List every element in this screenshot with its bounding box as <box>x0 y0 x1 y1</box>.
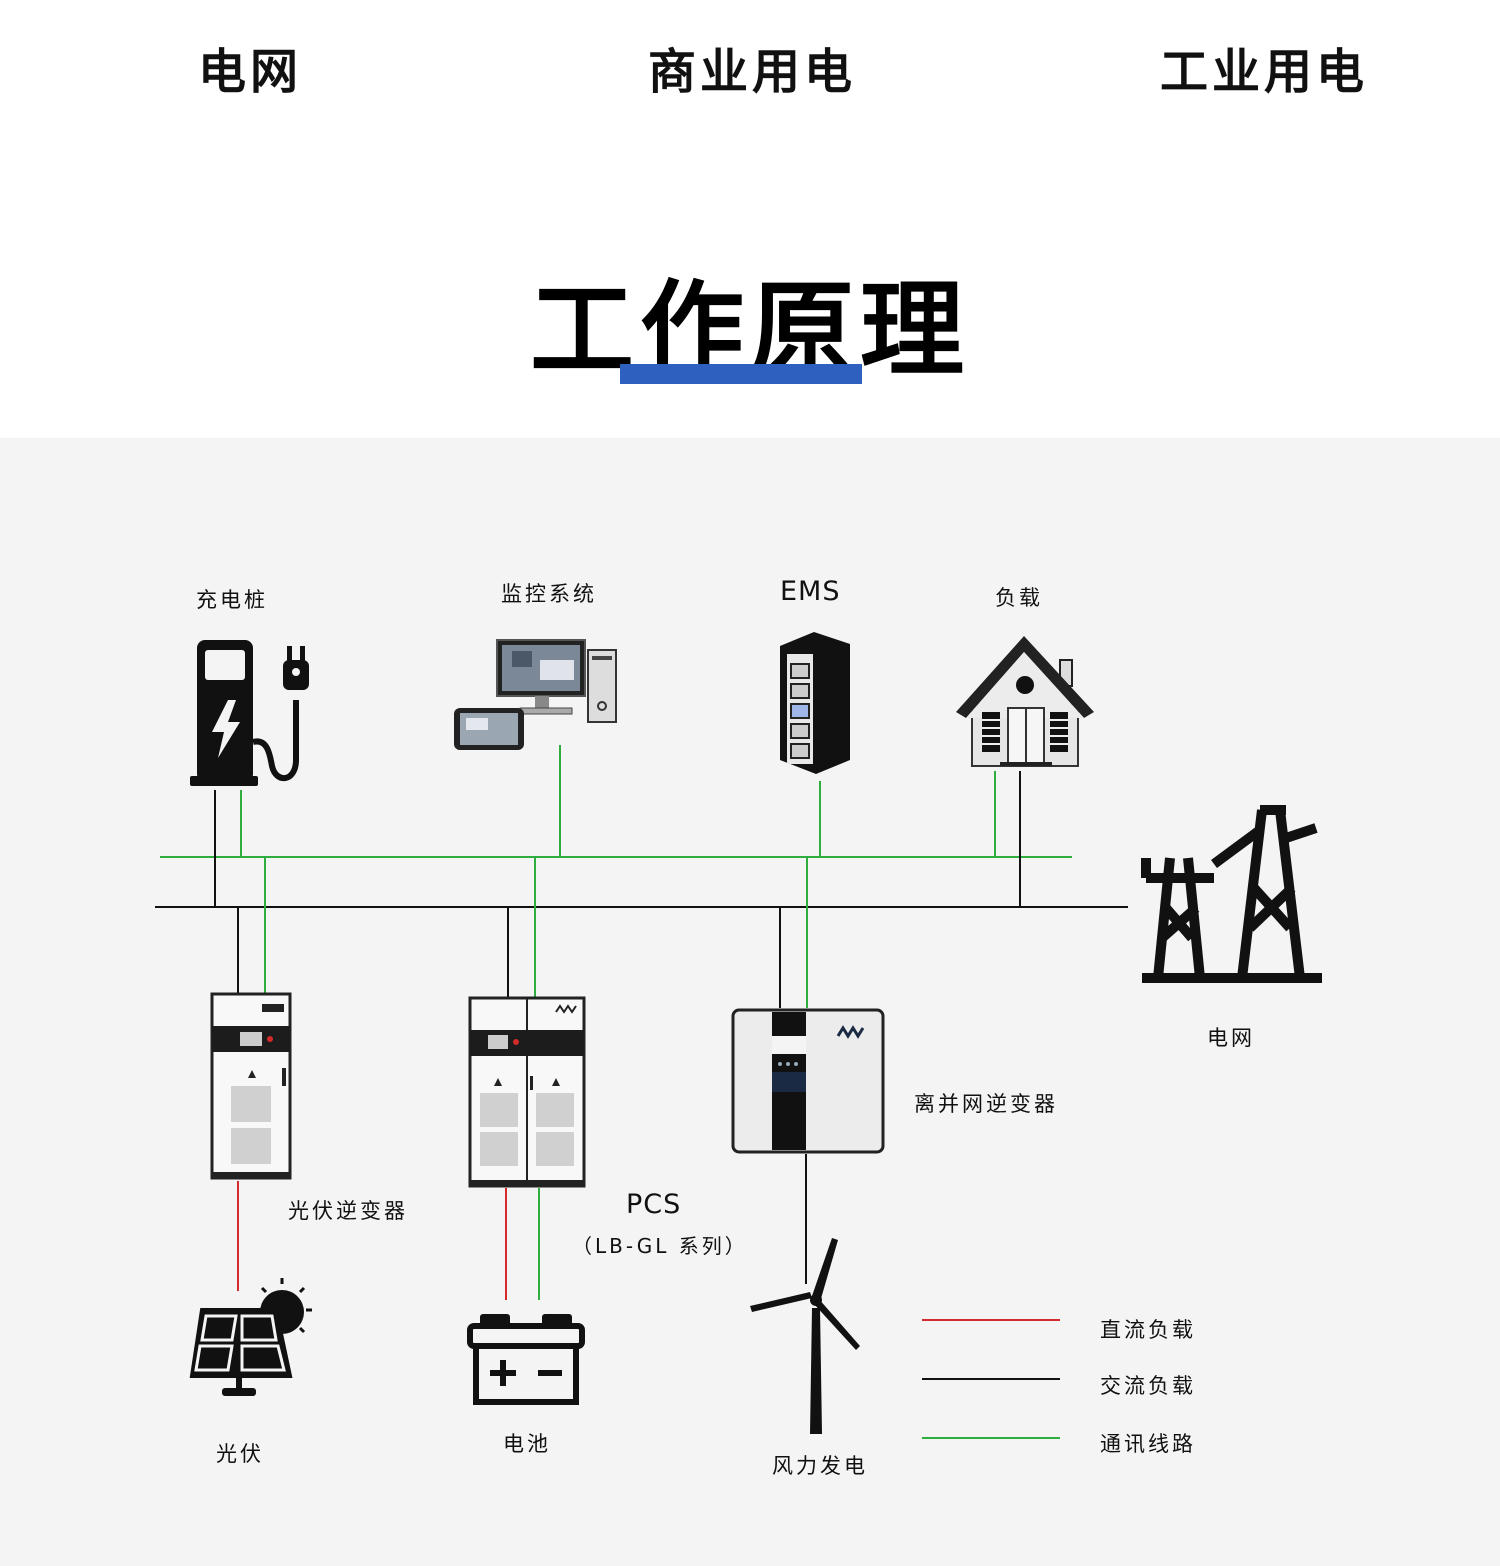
wind-turbine-icon <box>750 1238 860 1434</box>
label-pcs-series: （LB-GL 系列） <box>572 1234 748 1258</box>
inverter-cabinet-icon <box>210 992 292 1180</box>
legend-label-ac: 交流负载 <box>1100 1374 1196 1398</box>
tab-commercial-power[interactable]: 商业用电 <box>648 44 857 100</box>
house-icon <box>956 636 1094 767</box>
label-ems: EMS <box>780 576 841 607</box>
label-pv-inverter: 光伏逆变器 <box>288 1199 408 1223</box>
label-load: 负载 <box>995 586 1043 610</box>
legend-label-dc: 直流负载 <box>1100 1318 1196 1342</box>
label-hybrid-inverter: 离并网逆变器 <box>914 1092 1058 1116</box>
diagram-panel: 充电桩 监控系统 EMS 负载 电网 光伏逆变器 PCS （LB-GL 系列） … <box>0 438 1500 1566</box>
server-cabinet-icon <box>780 632 850 774</box>
computer-monitor-icon <box>454 639 617 750</box>
tab-industrial-power[interactable]: 工业用电 <box>1160 44 1369 100</box>
wall-inverter-icon <box>731 1008 885 1154</box>
label-monitor: 监控系统 <box>501 582 597 606</box>
label-pcs: PCS <box>626 1189 682 1220</box>
tab-grid[interactable]: 电网 <box>198 44 303 100</box>
label-wind: 风力发电 <box>772 1454 868 1478</box>
legend-label-comm: 通讯线路 <box>1100 1432 1196 1456</box>
pcs-cabinet-icon <box>468 996 586 1188</box>
label-battery: 电池 <box>503 1432 551 1456</box>
transmission-tower-icon <box>1141 805 1322 983</box>
solar-panel-icon <box>189 1278 312 1396</box>
title-underline <box>620 364 862 384</box>
label-pv: 光伏 <box>216 1442 264 1466</box>
label-charger: 充电桩 <box>196 588 268 612</box>
battery-icon <box>467 1314 585 1405</box>
label-grid: 电网 <box>1207 1026 1255 1050</box>
ev-charger-icon <box>190 640 309 786</box>
system-diagram <box>155 632 1322 1439</box>
